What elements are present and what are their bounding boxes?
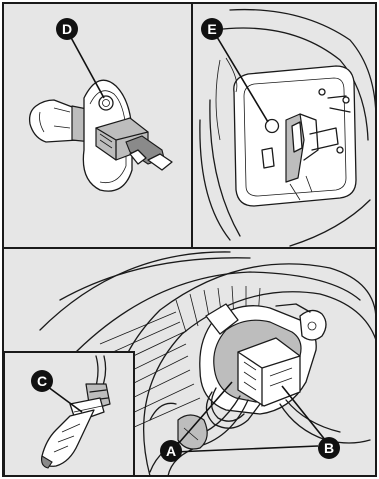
panel-inset-bulb: C [4, 352, 134, 476]
panel-top-right: E [193, 3, 376, 247]
callout-a-label: A [166, 443, 176, 459]
callout-e-label: E [207, 21, 216, 37]
flange-hole [99, 96, 113, 110]
callout-d-label: D [62, 21, 72, 37]
callout-c-label: C [37, 373, 47, 389]
callout-e: E [201, 18, 223, 40]
callout-d: D [56, 18, 78, 40]
callout-b-label: B [324, 440, 334, 456]
panel-top-left: D [3, 3, 191, 247]
callout-a: A [160, 440, 182, 462]
callout-c: C [31, 370, 53, 392]
callout-b: B [318, 437, 340, 459]
